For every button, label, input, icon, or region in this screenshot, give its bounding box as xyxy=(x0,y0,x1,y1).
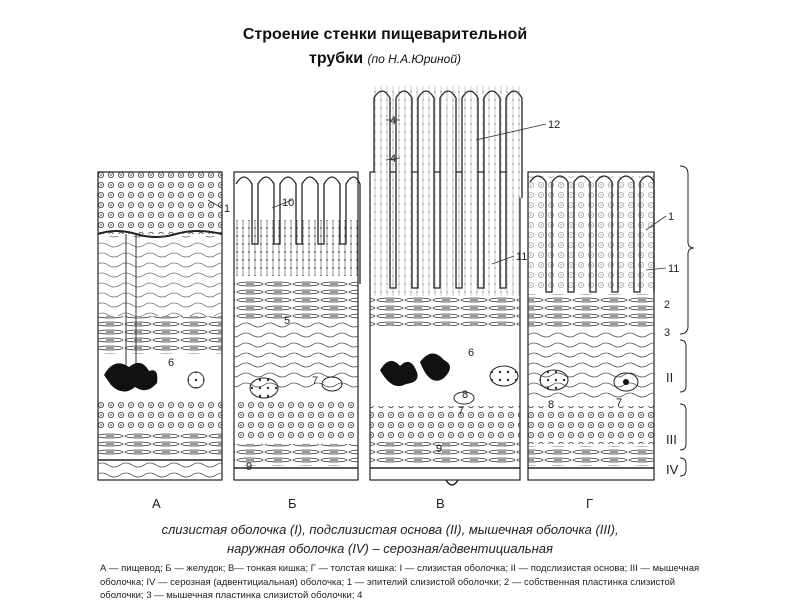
panel-v-small-intestine xyxy=(370,86,522,485)
page-title-line2: трубки (по Н.А.Юриной) xyxy=(0,48,770,70)
title-author: (по Н.А.Юриной) xyxy=(367,52,461,66)
callout-7-g: 7 xyxy=(616,397,622,409)
callout-1-a: 1 xyxy=(224,203,230,215)
callout-9-v: 9 xyxy=(436,443,442,455)
callout-11-v: 11 xyxy=(516,251,527,263)
layer-label-iv: IV xyxy=(666,462,679,477)
digestive-tube-wall-diagram: I II III IV 1 10 5 6 7 9 4 4 12 11 6 7 8… xyxy=(96,80,696,520)
callout-3: 3 xyxy=(664,327,670,339)
caption-line1: слизистая оболочка (I), подслизистая осн… xyxy=(90,520,690,539)
page-title-line1: Строение стенки пищеварительной xyxy=(0,24,770,46)
layer-brackets xyxy=(680,166,694,476)
panel-letter-g: Г xyxy=(586,496,593,511)
callout-2: 2 xyxy=(664,299,670,311)
panel-letter-a: А xyxy=(152,496,161,511)
callout-6-v: 6 xyxy=(468,347,474,359)
panel-letter-v: В xyxy=(436,496,445,511)
callout-8-g: 8 xyxy=(548,399,554,411)
callout-5: 5 xyxy=(284,315,290,327)
callout-1-g: 1 xyxy=(668,211,674,223)
callout-11-g: 11 xyxy=(668,263,679,275)
callout-12: 12 xyxy=(548,119,560,131)
callout-8-v: 8 xyxy=(462,389,468,401)
callout-7-b: 7 xyxy=(312,375,318,387)
figure-caption: слизистая оболочка (I), подслизистая осн… xyxy=(90,520,690,558)
callout-7-v: 7 xyxy=(458,405,464,417)
panel-g-large-intestine xyxy=(528,172,654,480)
layer-label-ii: II xyxy=(666,370,673,385)
panel-a-esophagus xyxy=(98,172,222,480)
title-continuation: трубки xyxy=(309,50,363,67)
figure-legend: А — пищевод; Б — желудок; В— тонкая кишк… xyxy=(100,562,720,603)
panel-letter-b: Б xyxy=(288,496,297,511)
caption-line2: наружная оболочка (IV) – серозная/адвент… xyxy=(90,539,690,558)
panel-b-stomach xyxy=(234,172,360,480)
callout-4-top: 4 xyxy=(390,115,396,127)
callout-6-a: 6 xyxy=(168,357,174,369)
callout-9-b: 9 xyxy=(246,461,252,473)
layer-label-iii: III xyxy=(666,432,677,447)
